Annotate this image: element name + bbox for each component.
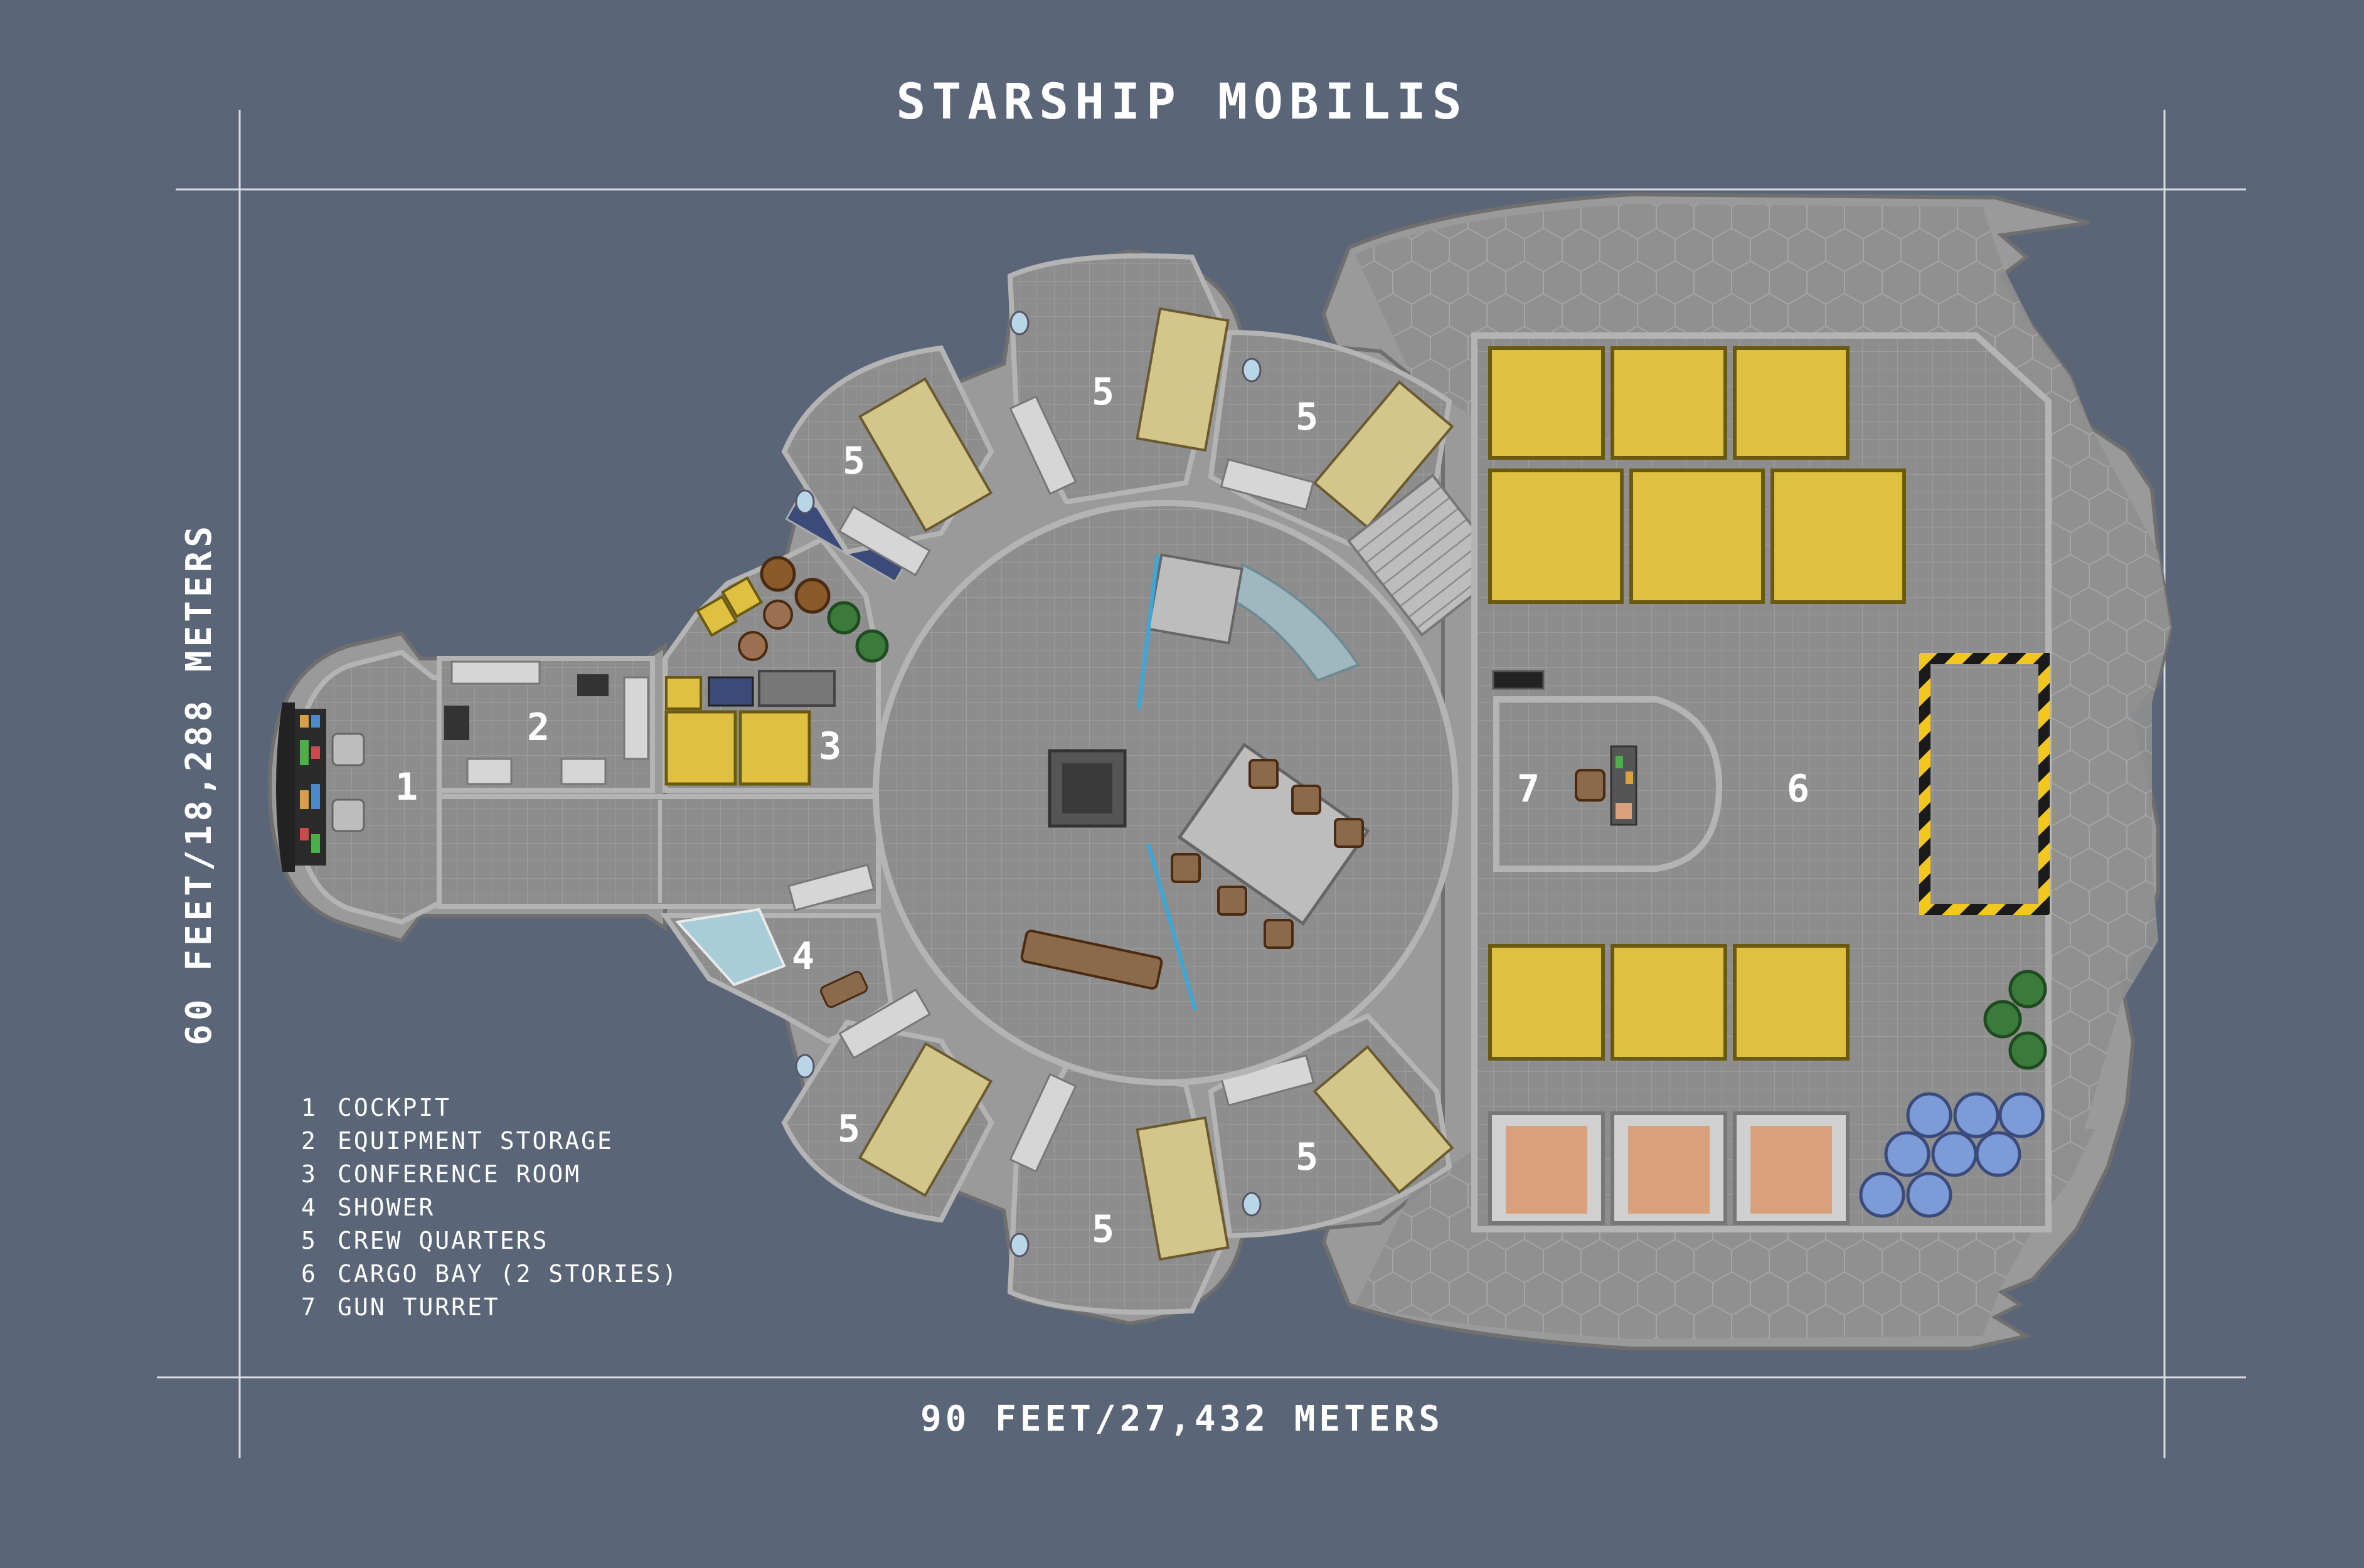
conference-crates	[664, 576, 811, 786]
legend-label: Gun Turret	[338, 1293, 500, 1321]
room-label-crew-quarters: 5	[1296, 1135, 1318, 1179]
legend-item: 7 Gun Turret	[301, 1291, 678, 1324]
cargo-crates-top	[1488, 346, 1906, 604]
legend: 1 Cockpit 2 Equipment Storage 3 Conference …	[301, 1091, 678, 1324]
legend-number: 2	[301, 1127, 317, 1155]
legend-label: Cargo Bay (2 Stories)	[338, 1260, 679, 1288]
room-cockpit: 1	[276, 649, 442, 925]
console-desk	[1234, 562, 1361, 682]
control-panel	[300, 715, 320, 853]
legend-label: Shower	[338, 1194, 435, 1221]
blue-barrels	[1859, 1092, 2045, 1218]
legend-number: 4	[301, 1194, 317, 1221]
legend-label: Cockpit	[338, 1094, 452, 1121]
legend-number: 7	[301, 1293, 317, 1321]
sofa	[1020, 930, 1163, 990]
width-dimension-label: 90 Feet/27,432 Meters	[920, 1399, 1444, 1439]
lockers	[838, 395, 1315, 1173]
legend-item: 1 Cockpit	[301, 1091, 678, 1125]
beds	[858, 307, 1454, 1261]
legend-item: 2 Equipment Storage	[301, 1125, 678, 1158]
chairs	[1171, 759, 1364, 949]
room-label-gun-turret: 7	[1517, 767, 1540, 811]
cargo-crates-cages	[1488, 1111, 1850, 1225]
cargo-crates-bottom	[1488, 944, 1850, 1061]
central-hub	[873, 500, 1459, 1086]
legend-item: 5 Crew Quarters	[301, 1224, 678, 1258]
room-label-cockpit: 1	[395, 765, 418, 809]
legend-item: 6 Cargo Bay (2 Stories)	[301, 1258, 678, 1291]
copilot-seat	[331, 798, 365, 832]
room-equipment-storage: 2	[437, 656, 655, 793]
room-label-cargo-bay: 6	[1787, 767, 1809, 811]
pilot-seat	[331, 733, 365, 766]
legend-label: Conference Room	[338, 1160, 582, 1188]
shower-stall	[675, 908, 786, 987]
legend-item: 4 Shower	[301, 1191, 678, 1224]
room-label-crew-quarters: 5	[843, 439, 865, 483]
crew-quarters-labels: 5 5 5 5 5 5	[838, 370, 1318, 1251]
legend-number: 5	[301, 1227, 317, 1254]
green-barrels	[1983, 970, 2047, 1070]
room-gun-turret: 7	[1492, 670, 1723, 872]
barrels	[738, 556, 889, 663]
room-label-equipment-storage: 2	[527, 706, 550, 750]
room-label-conference: 3	[819, 724, 841, 768]
legend-item: 3 Conference Room	[301, 1158, 678, 1191]
room-label-crew-quarters: 5	[1296, 395, 1318, 439]
legend-number: 6	[301, 1260, 317, 1288]
height-dimension-label: 60 Feet/18,288 Meters	[179, 522, 220, 1046]
room-label-crew-quarters: 5	[1092, 1207, 1114, 1251]
room-label-crew-quarters: 5	[1092, 370, 1114, 414]
room-cargo-bay: 6	[1471, 332, 2052, 1232]
gunner-seat	[1575, 769, 1605, 802]
legend-label: Equipment Storage	[338, 1127, 614, 1155]
room-label-crew-quarters: 5	[838, 1107, 860, 1151]
stairs	[1346, 474, 1508, 637]
toilets	[795, 310, 1262, 1258]
legend-number: 3	[301, 1160, 317, 1188]
hazard-lift-zone	[1919, 653, 2050, 915]
room-shower: 4	[660, 864, 894, 1044]
legend-number: 1	[301, 1094, 317, 1121]
frame-lines	[157, 110, 2246, 1458]
legend-label: Crew Quarters	[338, 1227, 549, 1254]
room-label-shower: 4	[792, 935, 814, 978]
map-title: Starship Mobilis	[896, 74, 1468, 130]
